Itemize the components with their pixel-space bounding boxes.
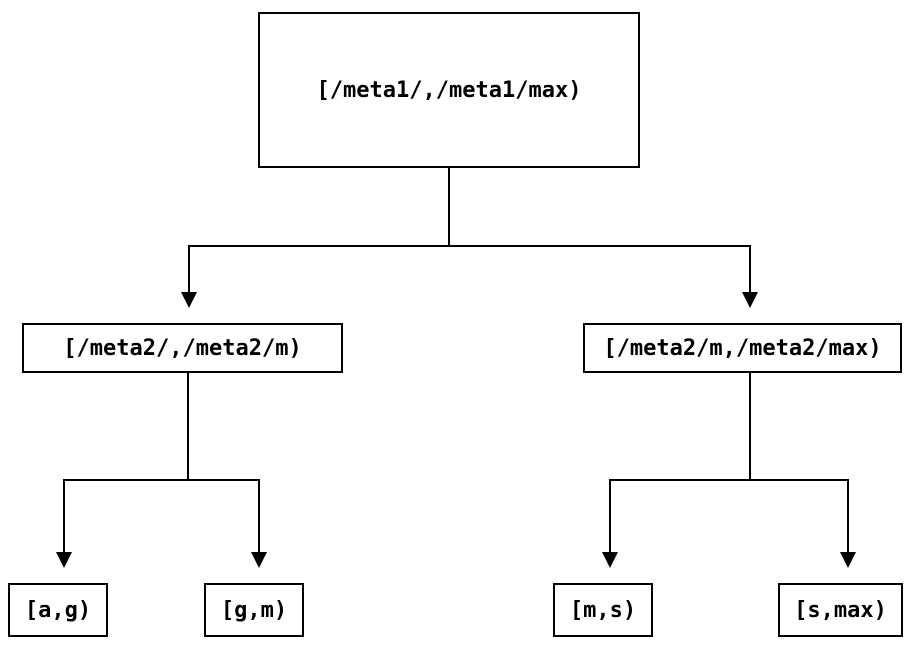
node-left-interval: [/meta2/,/meta2/m) [22, 323, 343, 373]
node-root-interval: [/meta1/,/meta1/max) [258, 12, 640, 168]
arrowhead-icon [602, 552, 618, 568]
node-leaf-ag: [a,g) [8, 583, 108, 637]
edge-left-to-leaves [56, 373, 267, 568]
node-leaf-ms: [m,s) [553, 583, 653, 637]
arrowhead-icon [181, 292, 197, 308]
edge-root-to-children [181, 168, 758, 308]
edge-right-to-leaves [602, 373, 856, 568]
arrowhead-icon [840, 552, 856, 568]
arrowhead-icon [742, 292, 758, 308]
node-right-interval: [/meta2/m,/meta2/max) [583, 323, 902, 373]
node-leaf-gm: [g,m) [204, 583, 304, 637]
arrowhead-icon [251, 552, 267, 568]
arrowhead-icon [56, 552, 72, 568]
node-leaf-smax: [s,max) [778, 583, 903, 637]
